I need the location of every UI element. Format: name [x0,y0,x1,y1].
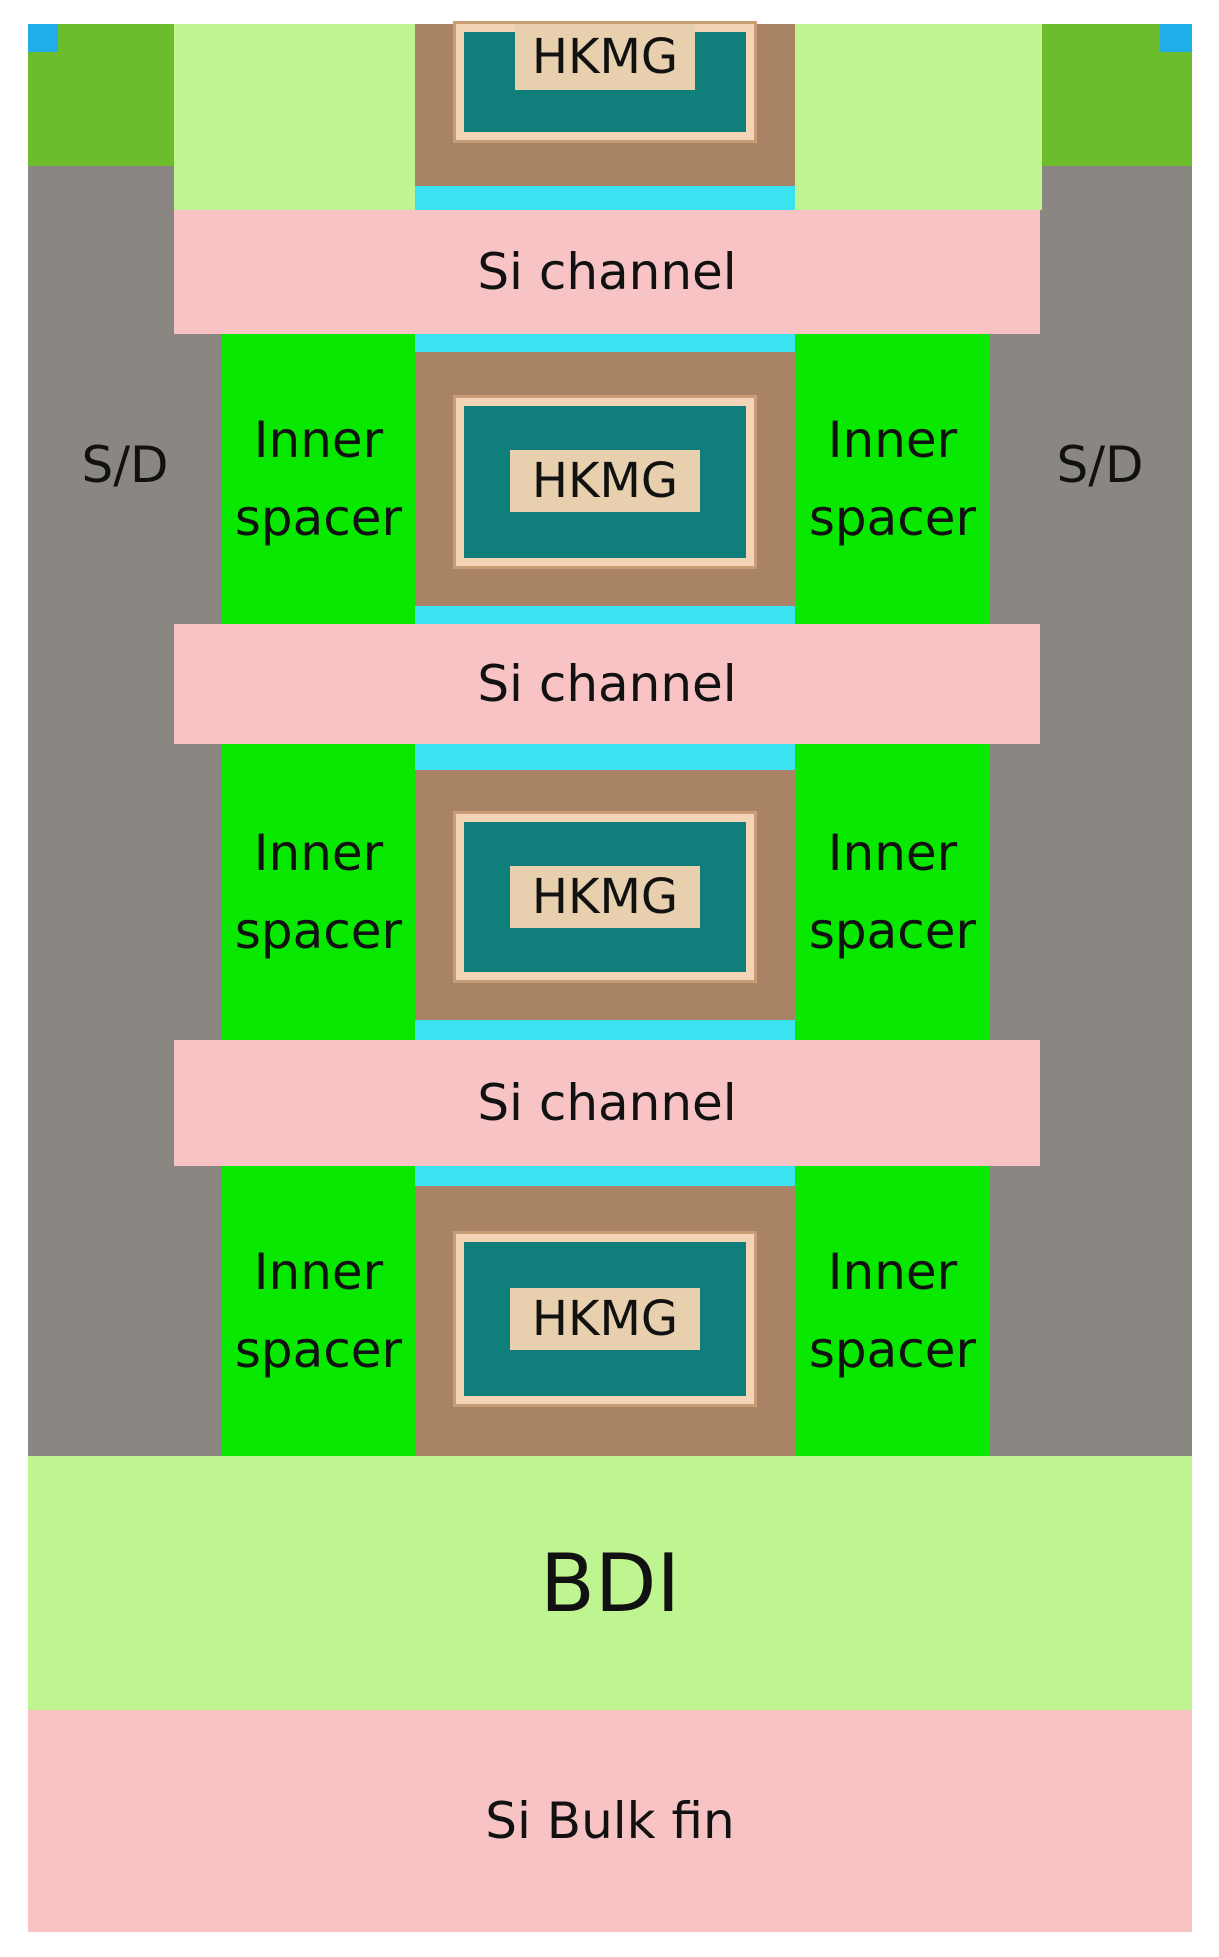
hkmg-label: HKMG [510,450,700,512]
top-contact-edge-right [1160,24,1192,52]
source-drain-left [28,166,222,1456]
si-channel: Si channel [174,210,1040,334]
hkmg-label: HKMG [515,24,695,90]
sd-label-right: S/D [1056,436,1144,494]
source-drain-right [990,166,1192,1456]
si-bulk-fin: Si Bulk fin [28,1710,1192,1932]
top-contact-edge-left [28,24,58,52]
gate-metal [456,1234,754,1404]
bdi-layer: BDI [28,1456,1192,1710]
hkmg-label: HKMG [510,866,700,928]
sd-label-left: S/D [81,436,169,494]
si-channel: Si channel [174,624,1040,744]
si-channel: Si channel [174,1040,1040,1166]
hkmg-label: HKMG [510,1288,700,1350]
interface-layer [415,186,795,210]
